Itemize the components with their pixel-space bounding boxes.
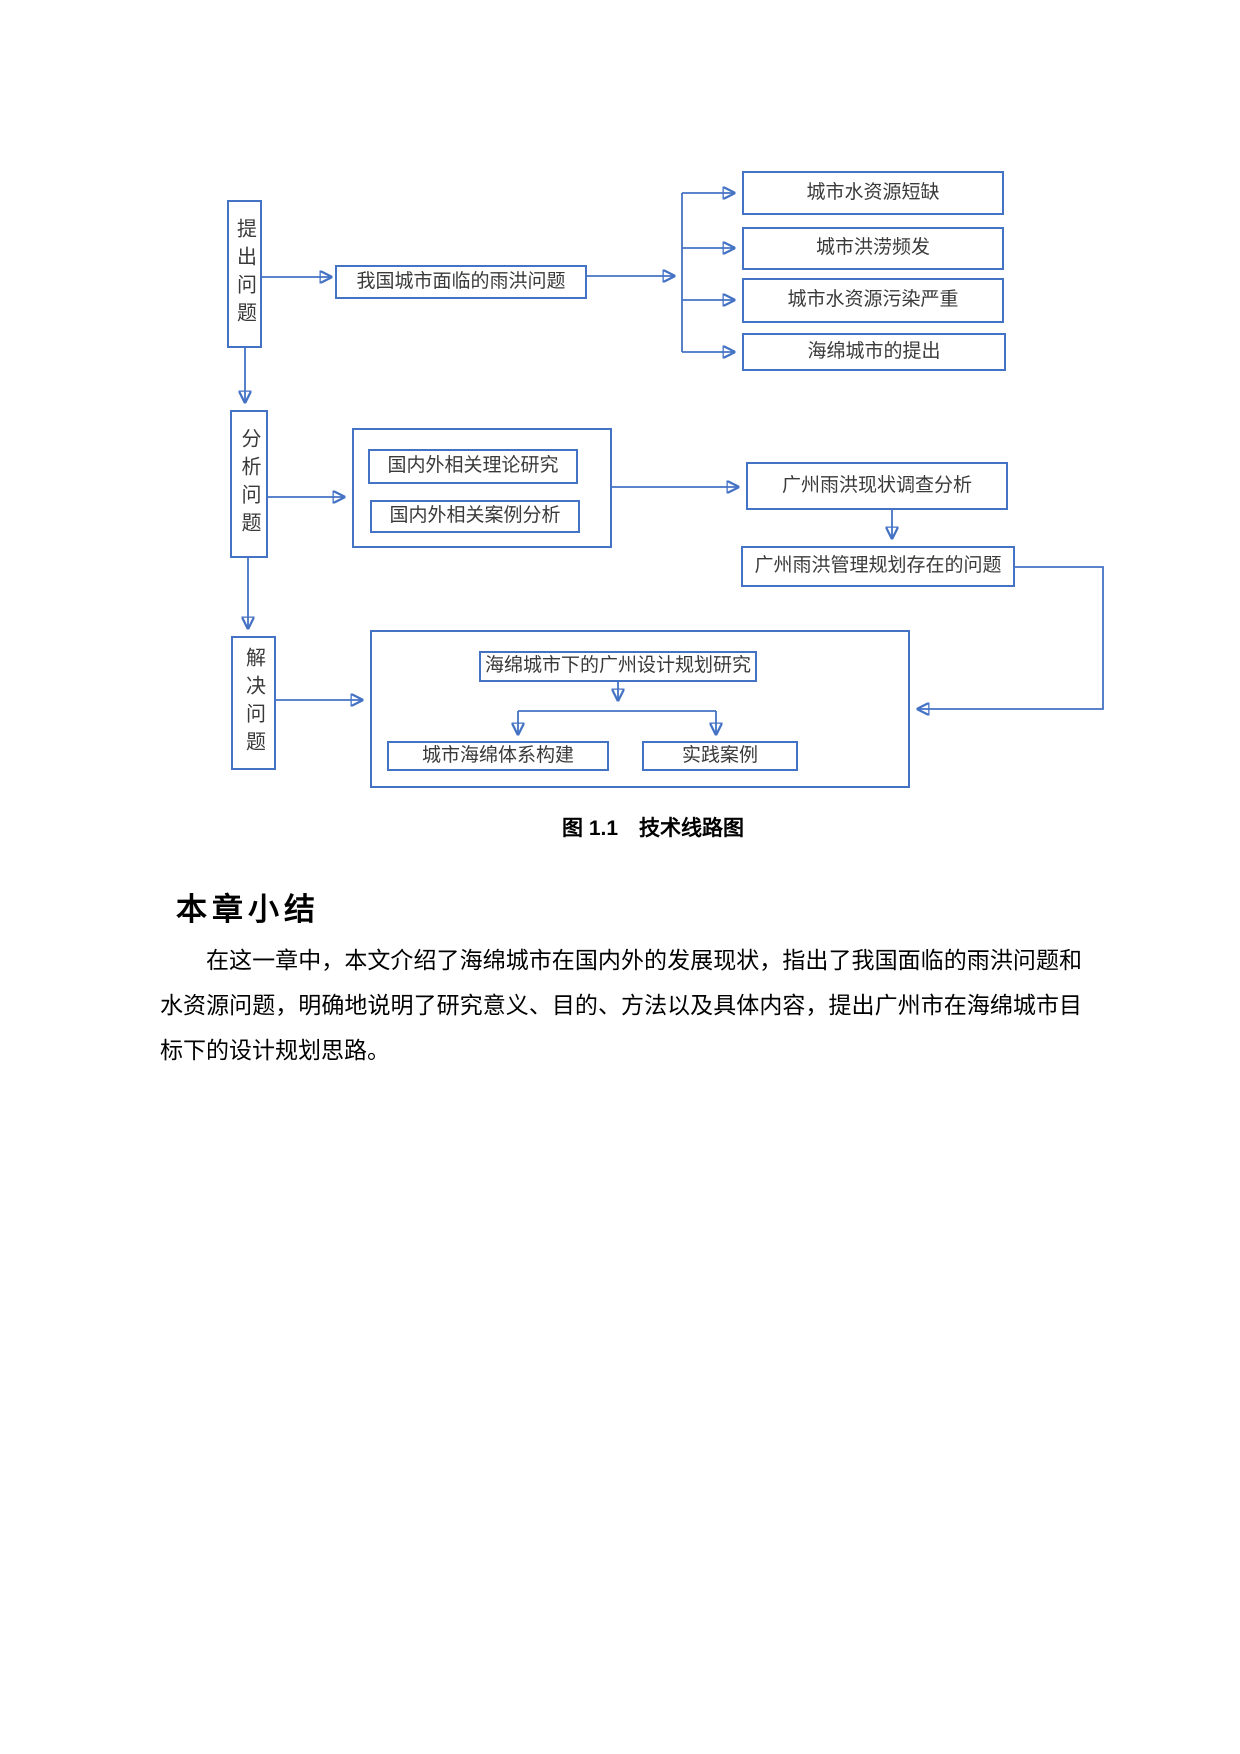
node-water-pollution-label: 城市水资源污染严重 — [787, 289, 959, 311]
node-flood-frequent: 城市洪涝频发 — [742, 227, 1004, 270]
node-gz-problems: 广州雨洪管理规划存在的问题 — [741, 546, 1015, 587]
node-china-rain-flood: 我国城市面临的雨洪问题 — [335, 265, 587, 299]
node-raise-problem: 提出问题 — [227, 200, 262, 348]
figure-caption: 图 1.1 技术线路图 — [561, 817, 745, 840]
node-solve-problem: 解决问题 — [231, 636, 276, 770]
node-solve-problem-label: 解决问题 — [242, 647, 265, 759]
node-case-analysis: 国内外相关案例分析 — [370, 500, 580, 533]
node-practice-cases-label: 实践案例 — [681, 744, 758, 766]
node-water-shortage-label: 城市水资源短缺 — [806, 181, 940, 203]
node-analyze-problem-label: 分析问题 — [238, 428, 260, 540]
node-water-shortage: 城市水资源短缺 — [742, 171, 1004, 215]
summary-paragraph: 在这一章中，本文介绍了海绵城市在国内外的发展现状，指出了我国面临的雨洪问题和水资… — [160, 948, 1082, 1063]
node-gz-design-research-label: 海绵城市下的广州设计规划研究 — [484, 655, 751, 677]
node-practice-cases: 实践案例 — [642, 741, 798, 771]
node-analyze-problem: 分析问题 — [230, 410, 268, 558]
node-china-rain-flood-label: 我国城市面临的雨洪问题 — [356, 270, 566, 292]
node-sponge-system: 城市海绵体系构建 — [387, 741, 609, 771]
node-gz-survey: 广州雨洪现状调查分析 — [746, 462, 1008, 510]
node-theory-research-label: 国内外相关理论研究 — [387, 455, 559, 477]
node-gz-survey-label: 广州雨洪现状调查分析 — [781, 474, 972, 496]
node-gz-problems-label: 广州雨洪管理规划存在的问题 — [754, 555, 1002, 577]
group-domestic-research — [352, 428, 612, 548]
flowchart-connectors — [0, 0, 1104, 860]
node-sponge-proposal: 海绵城市的提出 — [742, 333, 1006, 371]
node-gz-design-research: 海绵城市下的广州设计规划研究 — [479, 651, 757, 682]
node-sponge-proposal-label: 海绵城市的提出 — [807, 340, 941, 362]
node-sponge-system-label: 城市海绵体系构建 — [421, 744, 574, 766]
node-raise-problem-label: 提出问题 — [233, 218, 256, 330]
group-solution — [370, 630, 910, 788]
node-theory-research: 国内外相关理论研究 — [368, 449, 578, 484]
node-flood-frequent-label: 城市洪涝频发 — [815, 237, 930, 259]
node-case-analysis-label: 国内外相关案例分析 — [389, 505, 561, 527]
section-heading: 本章小结 — [176, 892, 320, 927]
node-water-pollution: 城市水资源污染严重 — [742, 278, 1004, 323]
